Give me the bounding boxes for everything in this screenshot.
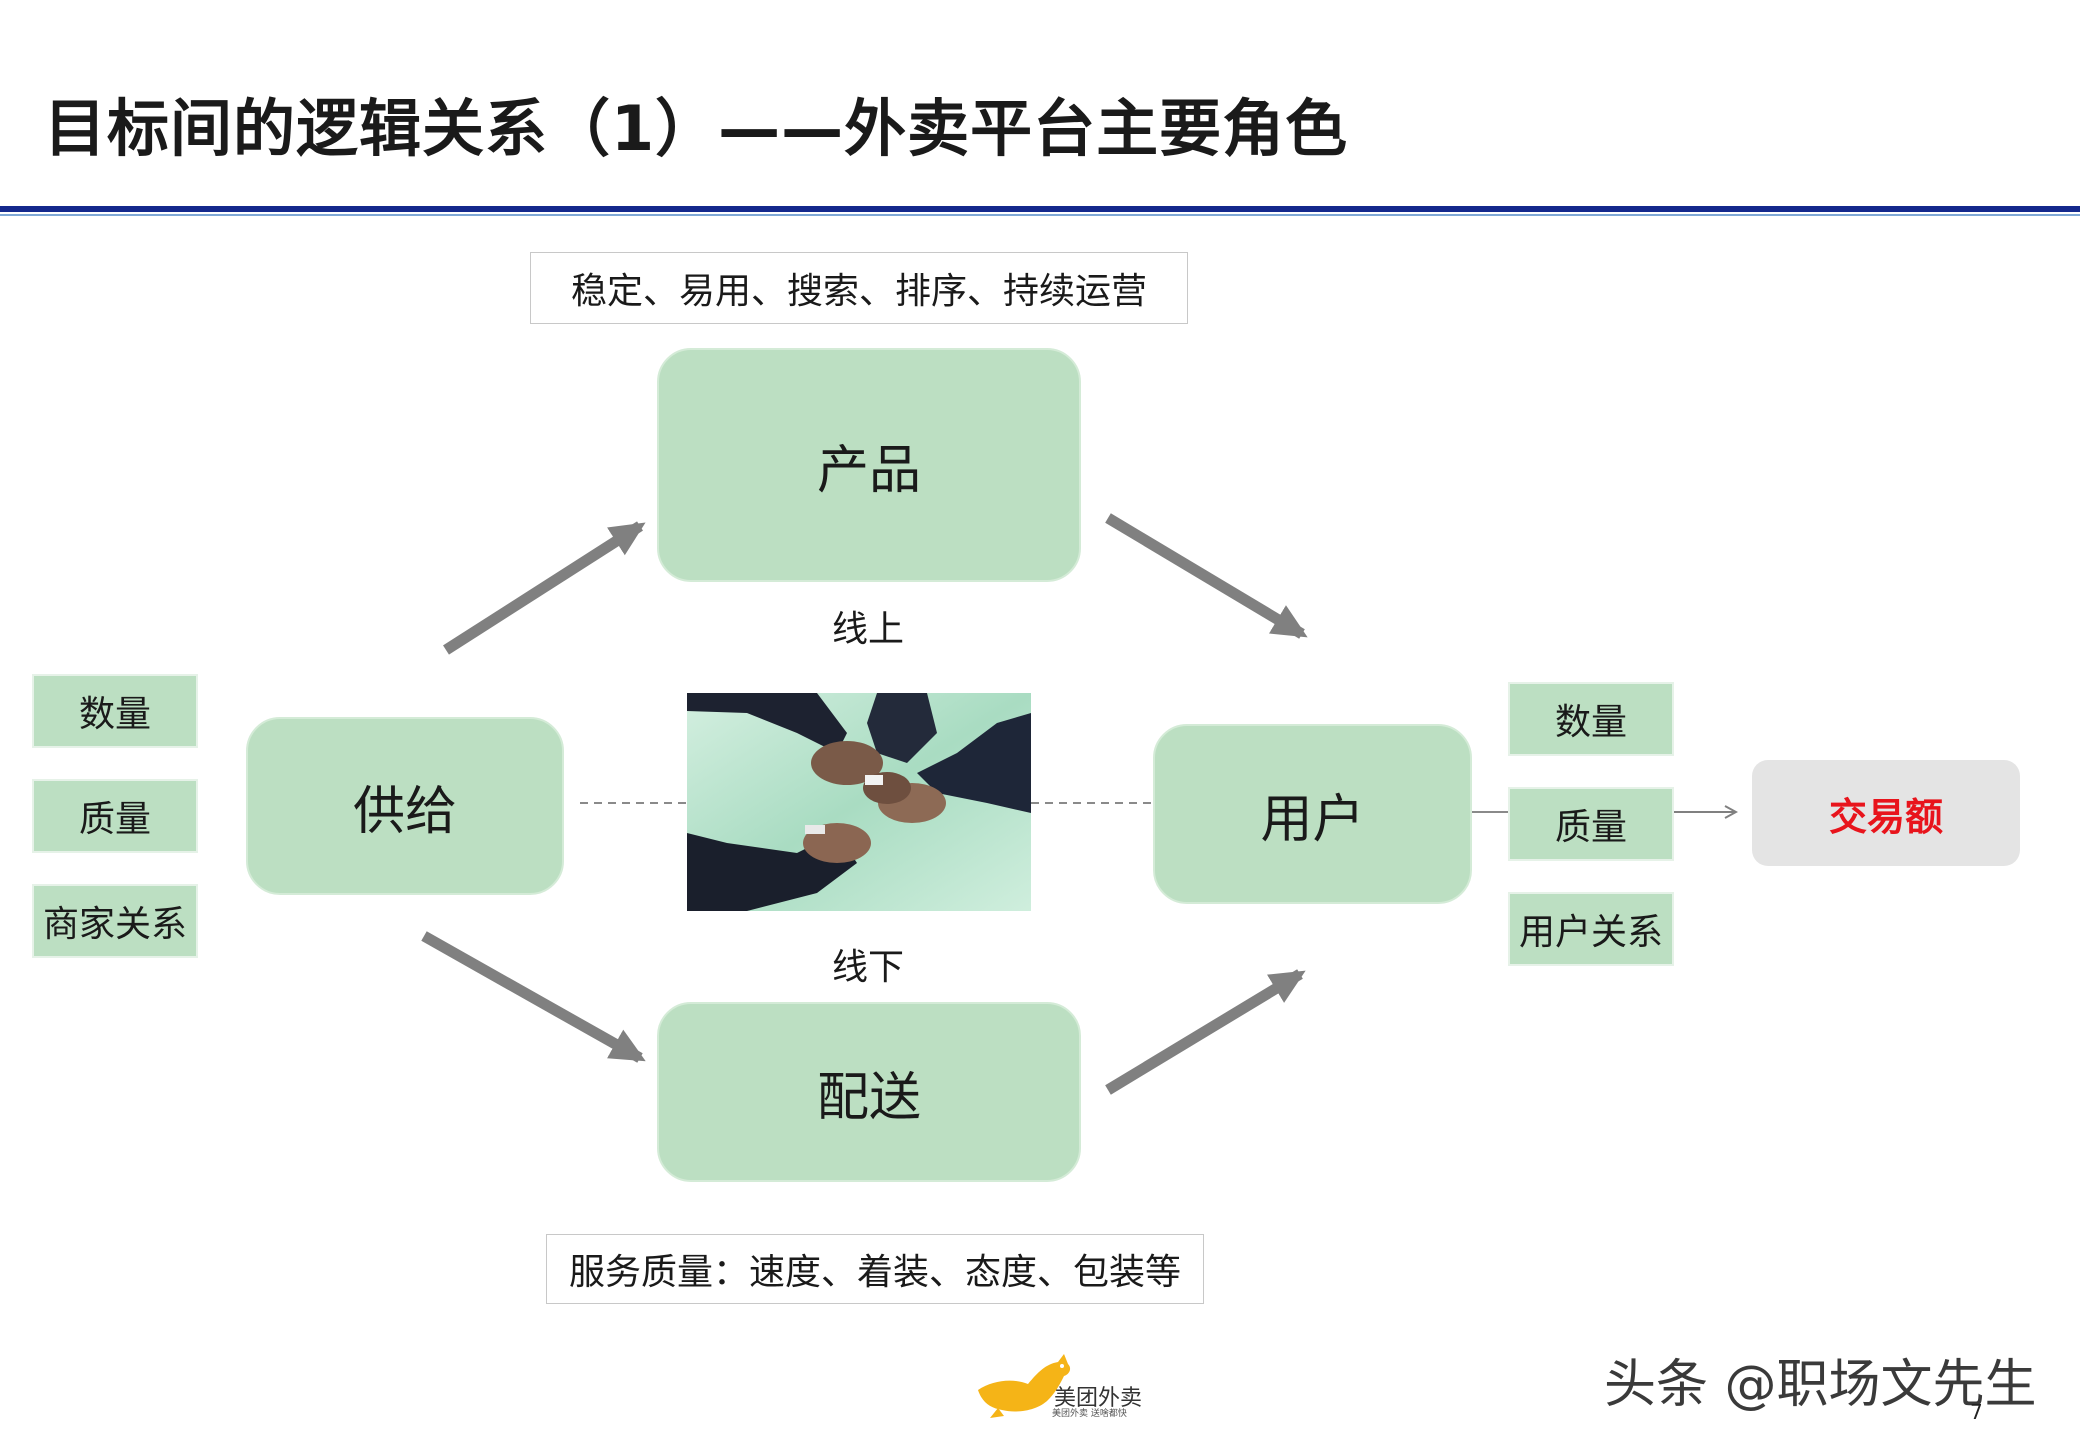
kangaroo-logo-icon (978, 1354, 1071, 1418)
supply-tag-merchant-relation: 商家关系 (32, 884, 198, 958)
arrow-delivery-to-user (1105, 969, 1306, 1095)
logo-name: 美团外卖 (1054, 1386, 1143, 1411)
logo-slogan: 美团外卖 送啥都快 (1052, 1409, 1127, 1419)
delivery-note: 服务质量：速度、着装、态度、包装等 (546, 1234, 1204, 1304)
page-title: 目标间的逻辑关系（1）——外卖平台主要角色 (44, 92, 1349, 165)
arrow-product-to-user (1105, 513, 1308, 639)
page-number: 7 (1970, 1400, 1983, 1424)
online-label: 线上 (832, 609, 905, 650)
arrow-supply-to-delivery (421, 931, 646, 1063)
header-rule-thin (0, 214, 2080, 216)
handshake-photo (687, 693, 1031, 911)
user-tag-user-relation: 用户关系 (1508, 892, 1674, 966)
handshake-illustration (687, 693, 1031, 911)
watermark: 头条 @职场文先生 (1604, 1355, 2037, 1415)
user-tag-quality: 质量 (1508, 787, 1674, 861)
header-rule (0, 206, 2080, 212)
product-note: 稳定、易用、搜索、排序、持续运营 (530, 252, 1188, 324)
gmv-result-box: 交易额 (1752, 760, 2020, 866)
supply-tag-quality: 质量 (32, 779, 198, 853)
user-tag-quantity: 数量 (1508, 682, 1674, 756)
supply-tag-quantity: 数量 (32, 674, 198, 748)
delivery-node: 配送 (657, 1002, 1081, 1182)
product-node: 产品 (657, 348, 1081, 582)
supply-node: 供给 (246, 717, 564, 895)
user-node: 用户 (1153, 724, 1472, 904)
arrow-supply-to-product (443, 521, 646, 655)
offline-label: 线下 (832, 947, 905, 988)
